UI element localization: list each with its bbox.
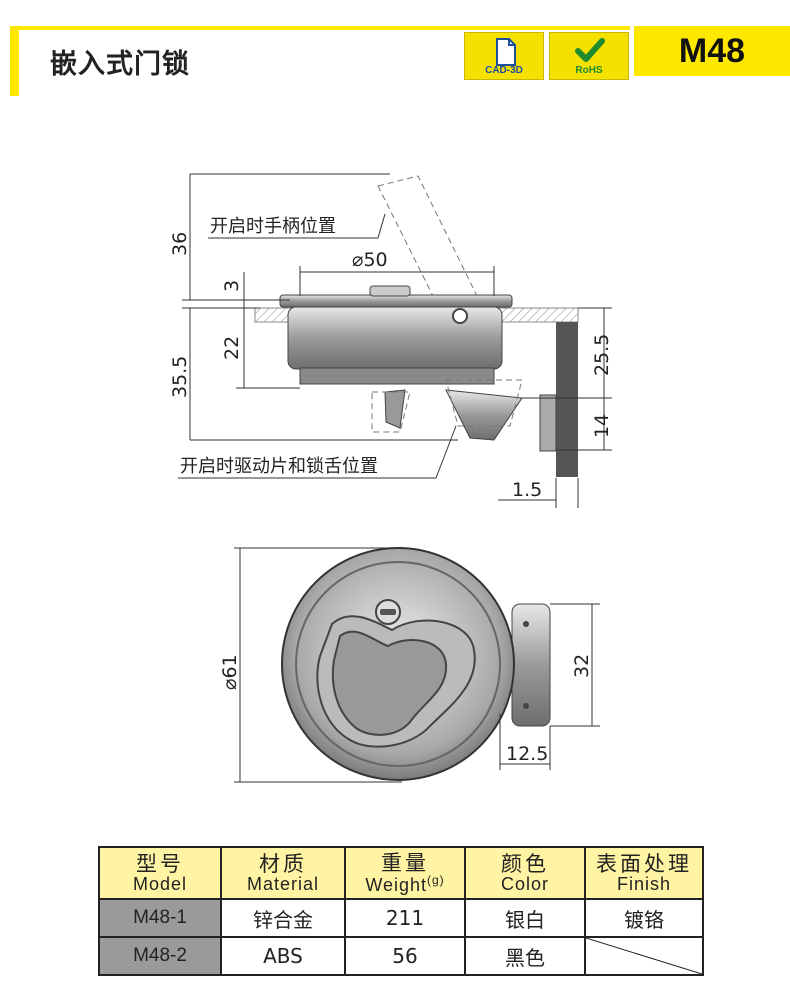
cad-3d-label: CAD-3D: [485, 65, 523, 76]
table-header-row: 型号 Model 材质 Material 重量 Weight(g) 颜色 Col…: [98, 846, 704, 900]
note-handle: 开启时手柄位置: [210, 216, 336, 237]
drive-plate-open: [371, 391, 411, 433]
note-drive: 开启时驱动片和锁舌位置: [180, 456, 378, 477]
strike-hole-top: [523, 621, 529, 627]
dim-1-5: 1.5: [512, 479, 542, 501]
dim-32: 32: [571, 654, 593, 678]
lock-tongue: [445, 389, 523, 441]
technical-drawing: 开启时手柄位置 开启时驱动片和锁舌位置 ⌀50 36 3 22 35.5 25.…: [169, 173, 613, 783]
key-cylinder: [452, 308, 468, 324]
front-view: [281, 547, 551, 781]
side-view: [254, 175, 579, 477]
weight-unit: (g): [427, 872, 445, 887]
header-model: 型号 Model: [98, 846, 222, 900]
header-material: 材质 Material: [220, 846, 346, 900]
cell-model: M48-1: [98, 898, 222, 938]
empty-cell-slash: [586, 938, 702, 974]
open-handle-outline: [377, 175, 479, 311]
lock-flange: [279, 294, 513, 308]
header-left-accent: [10, 26, 19, 96]
lock-body: [287, 306, 503, 370]
strike-plate-front: [511, 603, 551, 727]
strike-bracket: [539, 394, 557, 452]
cell-weight: 211: [344, 898, 466, 938]
header-color: 颜色 Color: [464, 846, 586, 900]
header-top-line: [10, 26, 630, 30]
dim-diameter-front: ⌀61: [219, 654, 241, 690]
cell-weight: 56: [344, 936, 466, 976]
key-slot: [380, 609, 396, 615]
cad-3d-badge[interactable]: CAD-3D: [464, 32, 544, 80]
front-dimensions: [234, 547, 600, 783]
strike-hole-bottom: [523, 703, 529, 709]
document-icon: [496, 38, 516, 66]
dim-14: 14: [591, 414, 613, 438]
handle-grip: [331, 630, 448, 736]
dim-diameter-top: ⌀50: [352, 249, 388, 271]
checkmark-icon: [575, 38, 605, 62]
lock-disc-inner: [295, 561, 501, 767]
page-header: 嵌入式门锁 CAD-3D RoHS M48: [0, 0, 790, 100]
side-dimensions: [178, 173, 612, 508]
table-row: M48-1 锌合金 211 银白 镀铬: [98, 898, 704, 938]
dim-22: 22: [221, 336, 243, 360]
header-finish: 表面处理 Finish: [584, 846, 704, 900]
cell-model: M48-2: [98, 936, 222, 976]
cell-color: 银白: [464, 898, 586, 938]
cell-color: 黑色: [464, 936, 586, 976]
lock-handle-top: [369, 285, 411, 297]
dim-3: 3: [221, 280, 243, 292]
header-weight: 重量 Weight(g): [344, 846, 466, 900]
cell-material: ABS: [220, 936, 346, 976]
table-row: M48-2 ABS 56 黑色: [98, 936, 704, 976]
cell-material: 锌合金: [220, 898, 346, 938]
door-wall: [556, 322, 578, 477]
tongue-open: [445, 379, 523, 427]
rohs-badge[interactable]: RoHS: [549, 32, 629, 80]
cell-finish: 镀铬: [584, 898, 704, 938]
dim-12-5: 12.5: [506, 743, 548, 765]
rohs-label: RoHS: [575, 65, 603, 76]
model-code: M48: [634, 26, 790, 76]
dim-25-5: 25.5: [591, 334, 613, 376]
lock-body-lower: [299, 367, 495, 385]
spec-table: 型号 Model 材质 Material 重量 Weight(g) 颜色 Col…: [98, 846, 704, 976]
cell-finish-empty: [584, 936, 704, 976]
dim-36: 36: [169, 232, 191, 256]
page-title: 嵌入式门锁: [50, 49, 190, 80]
drive-plate: [384, 389, 406, 429]
dim-35-5: 35.5: [169, 356, 191, 398]
